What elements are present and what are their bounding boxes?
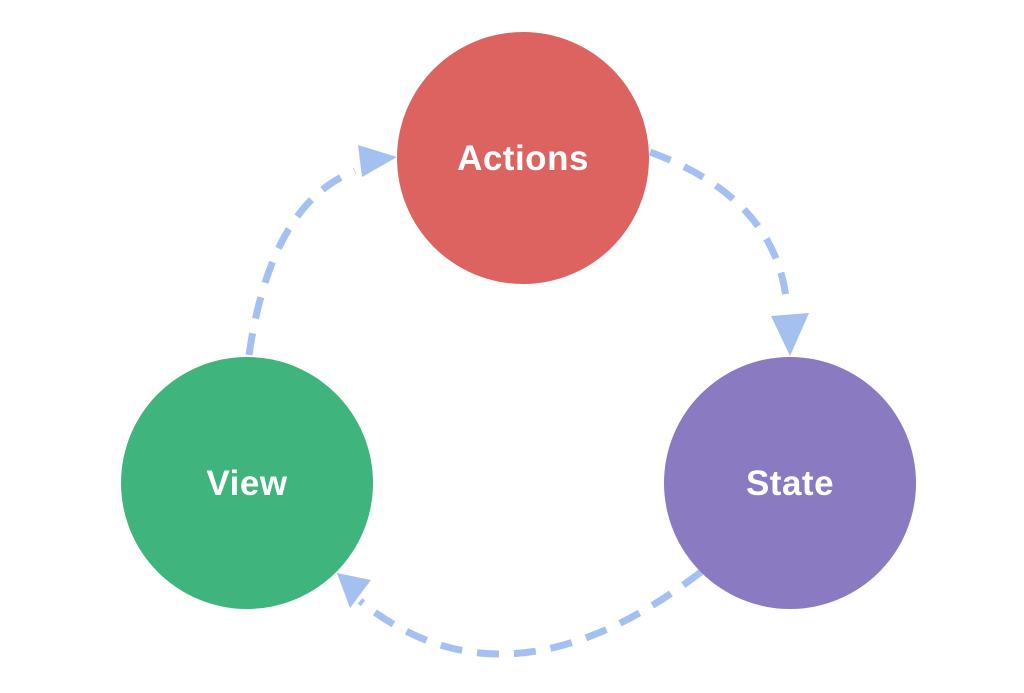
edge-actions-to-state [648, 148, 809, 356]
arrowhead-into-state-icon [771, 313, 809, 356]
actions-label: Actions [457, 139, 589, 178]
edge-state-to-view [337, 569, 704, 658]
edge-view-to-actions [245, 145, 397, 356]
edge-view-to-actions-path [245, 167, 357, 356]
view-circle [121, 357, 373, 609]
state-label: State [746, 464, 834, 503]
actions-circle [397, 32, 649, 284]
edge-actions-to-state-path [648, 148, 791, 307]
node-state: State [664, 357, 916, 609]
arrowhead-into-view-icon [337, 573, 371, 608]
view-label: View [206, 464, 287, 503]
edge-state-to-view-path [357, 569, 704, 658]
node-view: View [121, 357, 373, 609]
arrowhead-into-actions-icon [358, 145, 397, 177]
node-actions: Actions [397, 32, 649, 284]
state-circle [664, 357, 916, 609]
